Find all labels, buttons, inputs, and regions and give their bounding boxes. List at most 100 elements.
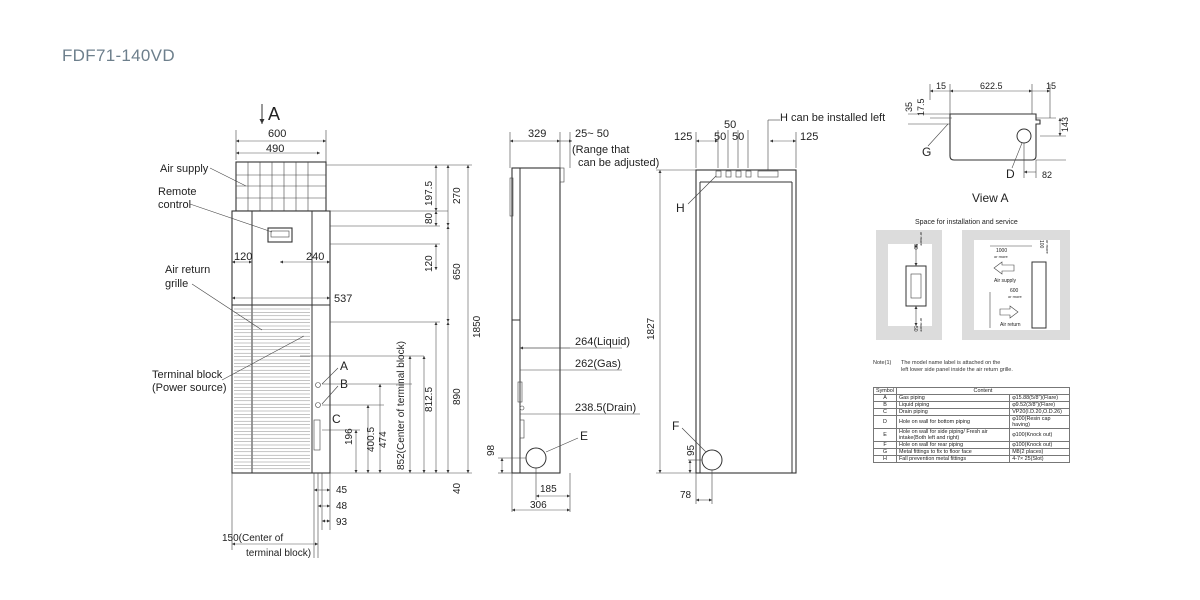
space-50a: 50: [912, 244, 918, 250]
dim-side-drain: 238.5(Drain): [575, 402, 636, 414]
dim-front-1850: 1850: [472, 315, 483, 338]
rear-point-f: F: [672, 419, 679, 433]
dim-rear-78: 78: [680, 490, 692, 501]
front-arrow-label: A: [268, 104, 280, 124]
legend-spec: φ9.52(3/8")(Flare): [1009, 401, 1070, 409]
installation-space: Space for installation and service 50 or…: [876, 219, 1070, 340]
dim-front-270: 270: [452, 187, 463, 204]
label-air-supply: Air supply: [160, 163, 209, 175]
dim-side-liquid: 264(Liquid): [575, 336, 630, 348]
legend-symbol: C: [873, 408, 897, 416]
front-point-a: A: [340, 359, 348, 373]
dim-side-range: 25~ 50: [575, 128, 609, 140]
dim-side-185: 185: [540, 484, 557, 495]
note: Note(1) The model name label is attached …: [873, 360, 1073, 374]
legend-symbol: A: [873, 394, 897, 402]
legend-item: Gas piping: [895, 394, 1011, 402]
label-air-return-2: grille: [165, 278, 188, 290]
legend-symbol: H: [873, 455, 897, 463]
label-center-tb-2: terminal block): [246, 548, 311, 559]
dim-front-left: 120: [234, 251, 252, 263]
label-remote-2: control: [158, 199, 191, 211]
legend-symbol: E: [873, 428, 897, 442]
dim-front-right: 240: [306, 251, 324, 263]
dim-side-306: 306: [530, 500, 547, 511]
legend-spec: 4-7× 25(Slot): [1009, 455, 1070, 463]
space-50b: 50: [912, 326, 918, 332]
space-1000: 1000: [996, 248, 1007, 254]
note-label: Note(1): [873, 360, 892, 366]
legend-item: Metal fittings to fix to floor face: [895, 448, 1011, 456]
dim-va-6225: 622.5: [980, 81, 1003, 91]
legend-header-content: Content: [895, 387, 1071, 395]
space-600-sub: or more: [1008, 294, 1023, 299]
dim-rear-50-top: 50: [724, 119, 736, 131]
dim-front-474: 474: [378, 431, 389, 448]
note-line-2: left lower side panel inside the air ret…: [901, 367, 1013, 373]
dim-va-82: 82: [1042, 170, 1052, 180]
dim-front-8125: 812.5: [424, 387, 435, 412]
legend-item: Liquid piping: [895, 401, 1011, 409]
view-a: 15 622.5 15 35 17.5 G D 143 82 View A: [904, 81, 1070, 205]
dim-va-175: 17.5: [916, 98, 926, 116]
dim-front-grille: 537: [334, 293, 352, 305]
dim-front-width: 600: [268, 128, 286, 140]
legend-spec: φ100(Resin cap having): [1009, 415, 1070, 429]
front-point-c: C: [332, 412, 341, 426]
space-air-supply: Air supply: [994, 278, 1016, 284]
dim-va-35: 35: [904, 102, 914, 112]
legend-item: Hole on wall for rear piping: [895, 441, 1011, 449]
dim-side-range-note-1: (Range that: [572, 144, 629, 156]
legend-spec: φ100(Knock out): [1009, 428, 1070, 442]
dim-front-93: 93: [336, 517, 348, 528]
legend-spec: φ15.88(5/8")(Flare): [1009, 394, 1070, 402]
legend-header-symbol: Symbol: [873, 387, 897, 395]
legend-spec: VP20(I.D.20,O.D.26): [1009, 408, 1070, 416]
dim-side-range-note-2: can be adjusted): [578, 157, 659, 169]
note-line-1: The model name label is attached on the: [901, 360, 1001, 366]
label-air-return-1: Air return: [165, 264, 210, 276]
legend-symbol: D: [873, 415, 897, 429]
dim-front-48: 48: [336, 501, 348, 512]
legend-spec: M8(2 places): [1009, 448, 1070, 456]
dim-front-45: 45: [336, 485, 348, 496]
dim-rear-50-a: 50: [714, 131, 726, 143]
label-terminal-1: Terminal block: [152, 369, 223, 381]
space-1000-sub: or more: [994, 254, 1009, 259]
dim-front-1975: 197.5: [424, 181, 435, 206]
rear-note: H can be installed left: [780, 112, 885, 124]
legend-item: Drain piping: [895, 408, 1011, 416]
space-100: 100: [1038, 240, 1044, 249]
dim-front-890: 890: [452, 388, 463, 405]
dim-front-852: 852(Center of terminal block): [396, 341, 407, 470]
model-title: FDF71-140VD: [62, 46, 175, 65]
space-100-sub: or more: [1045, 240, 1050, 255]
space-air-return: Air return: [1000, 322, 1021, 328]
space-600: 600: [1010, 288, 1019, 294]
label-center-tb-1: 150(Center of: [222, 533, 283, 544]
dim-rear-125-right: 125: [800, 131, 818, 143]
dim-front-inner: 490: [266, 143, 284, 155]
rear-view: H can be installed left 125 50 50 50 125: [646, 112, 885, 504]
dim-va-15-left: 15: [936, 81, 946, 91]
legend-item: Fall prevention metal fittings: [895, 455, 1011, 463]
dim-side-gas: 262(Gas): [575, 358, 621, 370]
space-50b-sub: or more: [919, 318, 924, 333]
label-remote-1: Remote: [158, 186, 197, 198]
dim-front-80: 80: [424, 212, 435, 224]
va-point-d: D: [1006, 167, 1015, 181]
side-point-e: E: [580, 429, 588, 443]
legend-item: Hole on wall for side piping/ Fresh air …: [895, 428, 1011, 442]
dim-side-depth: 329: [528, 128, 546, 140]
dim-rear-95: 95: [686, 444, 697, 456]
front-view: A 600 490 Air supply: [152, 104, 483, 559]
